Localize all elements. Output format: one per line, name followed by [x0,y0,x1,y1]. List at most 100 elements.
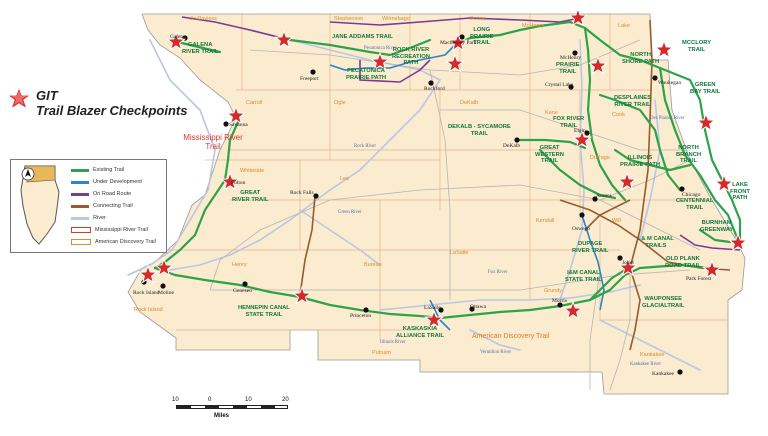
checkpoint-star-icon [424,309,444,329]
checkpoint-star-icon [568,7,588,27]
trail-label-illinois-prairie: ILLINOIS PRAIRIE PATH [620,155,661,168]
county-label: Lake [618,23,630,29]
legend-swatch [71,227,91,233]
trail-label-north-shore: NORTH SHORE PATH [622,52,660,65]
map-legend: Existing Trail Under Development On Road… [10,159,167,253]
city-label: LaSalle [424,305,441,311]
legend-swatch [71,239,91,245]
river-label: Pecatonica River [364,46,397,51]
county-label: Winnebago [382,16,410,22]
county-label: Cook [612,112,625,118]
trail-label-north-branch: NORTH BRANCH TRAIL [676,145,702,165]
trail-label-rock-river: ROCK RIVER RECREATION PATH [392,47,430,67]
county-label: Kankakee [640,352,665,358]
scale-bar: 10 0 10 20 Miles [170,397,300,427]
checkpoint-star-icon [654,39,674,59]
checkpoint-star-icon [702,259,722,279]
trail-label-pecatonica: PECATONICA PRAIRIE PATH [346,68,387,81]
checkpoint-star-icon [292,285,312,305]
city-label: Ottawa [470,304,486,310]
map-title: GIT Trail Blazer Checkpoints [6,86,188,118]
county-label: Whiteside [240,168,265,174]
checkpoint-star-icon [166,31,186,51]
legend-on-road-route: On Road Route [71,190,131,198]
city-label: Geneseo [233,288,252,294]
county-label: Kane [545,110,558,116]
scale-tick: 10 [245,397,252,403]
legend-swatch [71,192,89,196]
checkpoint-star-icon [445,53,465,73]
county-label: Will [612,218,621,224]
city-label: Chicago [682,192,701,198]
county-label: Rock Island [134,307,163,313]
checkpoint-star-icon [226,105,246,125]
city-label: Freeport [300,76,319,82]
city-label: DeKalb [503,143,521,149]
city-label: Fulton [231,180,246,186]
checkpoint-star-icon [154,257,174,277]
checkpoint-star-icon [728,232,748,252]
county-label: Henry [232,262,247,268]
county-label: Carroll [246,100,263,106]
under-development-trails [329,37,605,331]
trail-label-jane-addams: JANE ADDAMS TRAIL [332,34,393,40]
checkpoint-star-icon [618,257,638,277]
trail-label-dekalb-sycamore: DEKALB - SYCAMORE TRAIL [448,124,511,137]
checkpoint-star-icon [220,171,240,191]
american-discovery-trail-label: American Discovery Trail [472,333,550,340]
trail-label-green-bay: GREEN BAY TRAIL [690,82,721,95]
checkpoint-star-icon [274,29,294,49]
legend-existing-trail: Existing Trail [71,166,124,174]
river-label: Des Plaines River [650,116,685,121]
trail-label-dupage-river: DUPAGE RIVER TRAIL [572,241,609,254]
legend-river: River [71,214,106,222]
county-label: Kendall [536,218,555,224]
county-label: Stephenson [334,16,364,22]
county-label: Ogle [334,100,346,106]
trail-label-mcclory: MCCLORY TRAIL [682,40,712,53]
city-label: Rockford [424,86,445,92]
county-label: DuPage [590,155,610,161]
city-label: Waukegan [658,80,682,86]
trail-label-great-river: GREAT RIVER TRAIL [232,190,269,203]
checkpoint-star-icon [617,171,637,191]
trail-label-long-prairie: LONG PRAIRIE TRAIL [470,27,494,47]
city-label: McHenry [560,55,582,61]
legend-american-discovery-trail: American Discovery Trail [71,238,156,246]
checkpoint-star-icon [588,55,608,75]
title-line-1: GIT [36,88,58,103]
county-label: Jo Daviess [190,16,217,22]
county-label: Boone [470,16,486,22]
checkpoint-star-icon [370,51,390,71]
city-label: Oswego [572,226,591,232]
legend-mississippi-river-trail: Mississippi River Trail [71,226,148,234]
checkpoint-star-icon [714,173,734,193]
city-label: Elgin [574,128,586,134]
city-label: Rock Falls [290,190,314,196]
trail-label-lake-front: LAKE FRONT PATH [730,182,750,202]
on-road-routes [181,16,741,251]
checkpoint-markers [138,7,748,329]
city-label: Princeton [350,313,372,319]
trail-label-kaskaskia: KASKASKIA ALLIANCE TRAIL [396,326,444,339]
legend-under-development: Under Development [71,178,142,186]
rivers [127,39,701,371]
scale-tick: 20 [282,397,289,403]
scale-bar-graphic [176,405,288,409]
legend-swatch [71,168,89,172]
county-label: Lee [340,176,350,182]
title-line-2: Trail Blazer Checkpoints [36,103,188,118]
county-label: LaSalle [450,250,469,256]
river-label: Green River [338,210,362,215]
city-label: Moline [158,290,174,296]
legend-swatch [71,180,89,184]
river-label: Vermilion River [480,350,512,355]
city-label: Savanna [229,122,248,128]
legend-swatch [71,204,89,208]
trail-label-burnham: BURNHAM GREENWAY [700,220,734,233]
scale-tick: 10 [172,397,179,403]
checkpoint-star-icon [563,300,583,320]
city-label: Crystal Lake [545,82,574,88]
scale-tick: 0 [208,397,212,403]
